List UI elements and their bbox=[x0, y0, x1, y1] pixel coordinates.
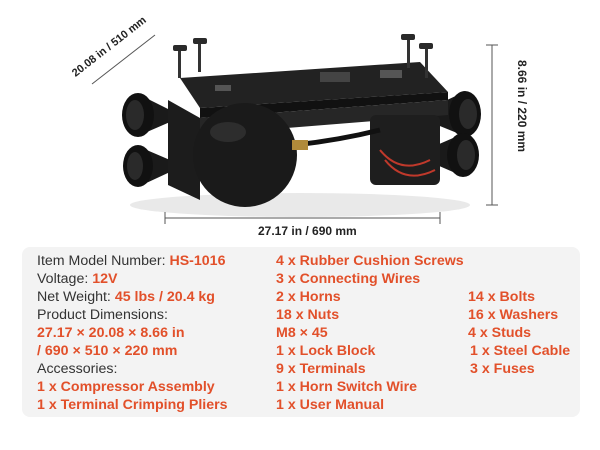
model-number-value: HS-1016 bbox=[169, 253, 226, 269]
accessory-item: 3 x Connecting Wires bbox=[276, 271, 421, 287]
accessory-item: M8 × 45 bbox=[276, 325, 328, 341]
compressor bbox=[370, 115, 440, 185]
accessory-item: 4 x Studs bbox=[468, 325, 532, 341]
voltage-row: Voltage: 12V bbox=[37, 270, 117, 288]
train-horn-kit-illustration bbox=[122, 34, 481, 217]
dimension-lines bbox=[91, 34, 498, 224]
accessory-item: 1 x Lock Block bbox=[276, 343, 376, 359]
voltage-label: Voltage: bbox=[37, 271, 93, 287]
accessory-item: 1 x Terminal Crimping Pliers bbox=[37, 397, 228, 413]
dimensions-mm-value: / 690 × 510 × 220 mm bbox=[37, 343, 178, 359]
mounting-studs bbox=[173, 34, 433, 78]
weight-row: Net Weight: 45 lbs / 20.4 kg bbox=[37, 288, 215, 306]
accessory-item: 1 x Steel Cable bbox=[470, 343, 571, 359]
width-dimension-label: 27.17 in / 690 mm bbox=[258, 224, 357, 238]
model-number-label: Item Model Number: bbox=[37, 253, 170, 269]
product-photo: 20.08 in / 510 mm 8.66 in / 220 mm 27.17… bbox=[70, 14, 529, 238]
model-number-row: Item Model Number: HS-1016 bbox=[37, 252, 225, 270]
weight-label: Net Weight: bbox=[37, 289, 115, 305]
dimensions-label: Product Dimensions: bbox=[37, 307, 168, 323]
accessory-item: 9 x Terminals bbox=[276, 361, 366, 377]
horn-right-bottom bbox=[430, 133, 479, 177]
accessory-item: 1 x User Manual bbox=[276, 397, 385, 413]
accessory-item: 14 x Bolts bbox=[468, 289, 536, 305]
height-dimension-label: 8.66 in / 220 mm bbox=[515, 60, 529, 153]
accessories-label: Accessories: bbox=[37, 361, 118, 377]
accessory-item: 2 x Horns bbox=[276, 289, 341, 305]
accessory-item: 16 x Washers bbox=[468, 307, 559, 323]
weight-value: 45 lbs / 20.4 kg bbox=[114, 289, 215, 305]
horn-left-top bbox=[122, 93, 170, 137]
accessory-item: 3 x Fuses bbox=[470, 361, 535, 377]
accessory-item: 1 x Compressor Assembly bbox=[37, 379, 215, 395]
specs-panel bbox=[22, 247, 580, 417]
frame-side bbox=[168, 100, 200, 200]
accessory-item: 1 x Horn Switch Wire bbox=[276, 379, 417, 395]
dimensions-in-value: 27.17 × 20.08 × 8.66 in bbox=[37, 325, 185, 341]
accessory-item: 4 x Rubber Cushion Screws bbox=[276, 253, 464, 269]
horn-left-bottom bbox=[123, 145, 170, 187]
voltage-value: 12V bbox=[92, 271, 118, 287]
accessory-item: 18 x Nuts bbox=[276, 307, 340, 323]
